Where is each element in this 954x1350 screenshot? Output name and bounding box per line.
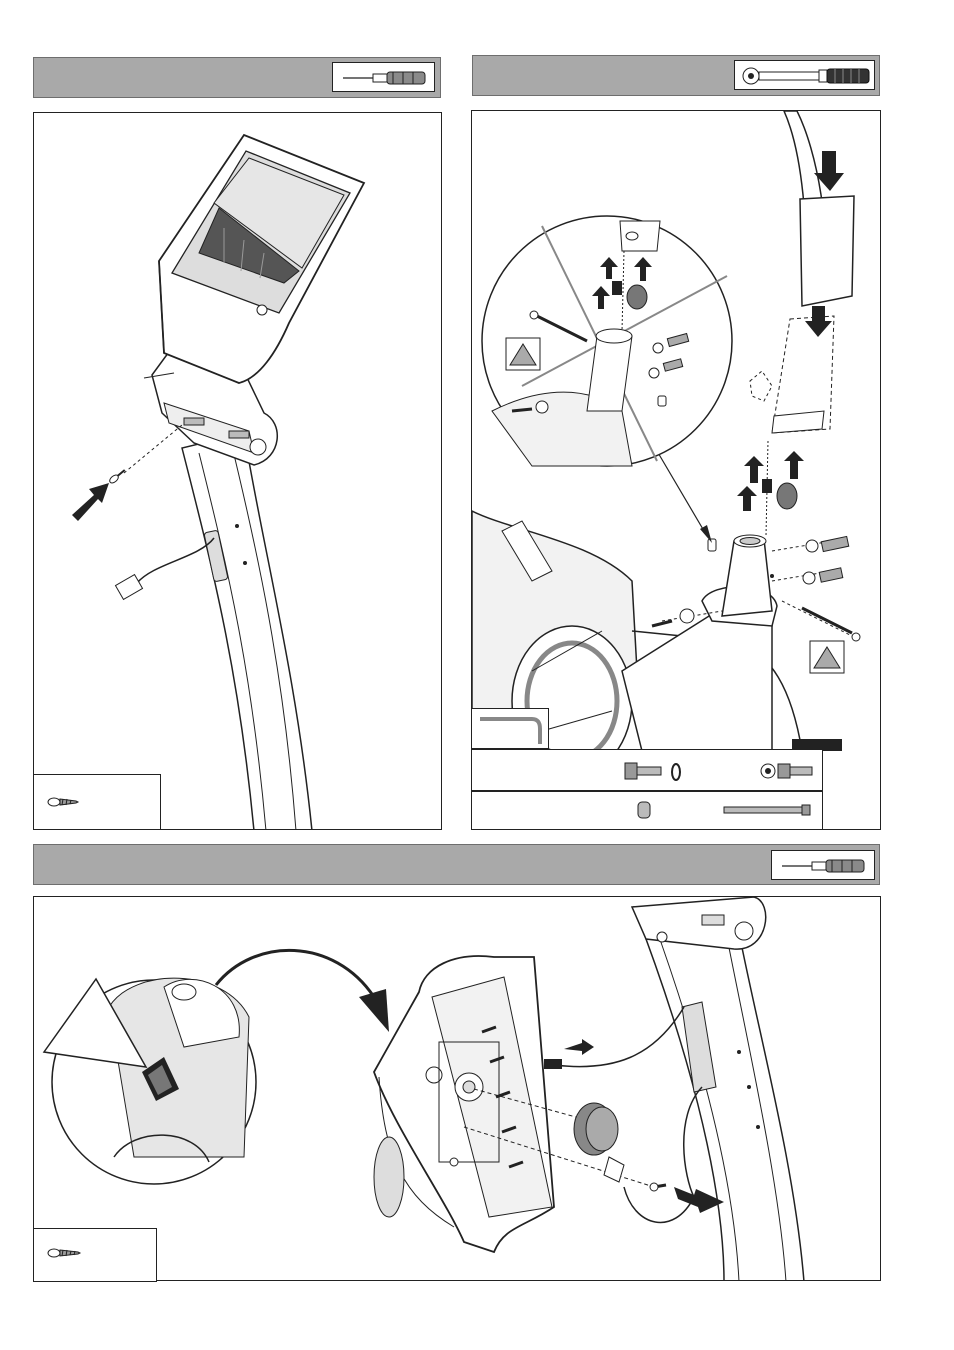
tool-box-2 bbox=[734, 60, 875, 90]
display-console-mounting-drawing bbox=[34, 113, 442, 830]
step-header-bar-3 bbox=[33, 844, 880, 885]
tool-box-3 bbox=[771, 850, 875, 880]
allen-key-box bbox=[471, 708, 549, 749]
cap-nut-long-bolt-icons bbox=[472, 792, 824, 831]
phillips-screwdriver-icon bbox=[333, 63, 436, 93]
allen-key-icon bbox=[472, 709, 550, 750]
step-3-illustration-panel bbox=[33, 896, 881, 1281]
phillips-screwdriver-icon bbox=[772, 851, 876, 881]
step-2-parts-row-1 bbox=[471, 749, 823, 791]
step-1-illustration-panel bbox=[33, 112, 442, 830]
sensor-cover-assembly-drawing bbox=[34, 897, 881, 1281]
self-tapping-screw-icon bbox=[34, 775, 162, 831]
hex-bolt-lock-washer-icons bbox=[472, 750, 824, 792]
step-3-parts-box bbox=[33, 1228, 157, 1282]
step-1-parts-box bbox=[33, 774, 161, 830]
self-tapping-screw-icon bbox=[34, 1229, 158, 1283]
step-2-parts-row-2 bbox=[471, 791, 823, 830]
torque-wrench-icon bbox=[735, 61, 876, 91]
tool-box-1 bbox=[332, 62, 435, 92]
